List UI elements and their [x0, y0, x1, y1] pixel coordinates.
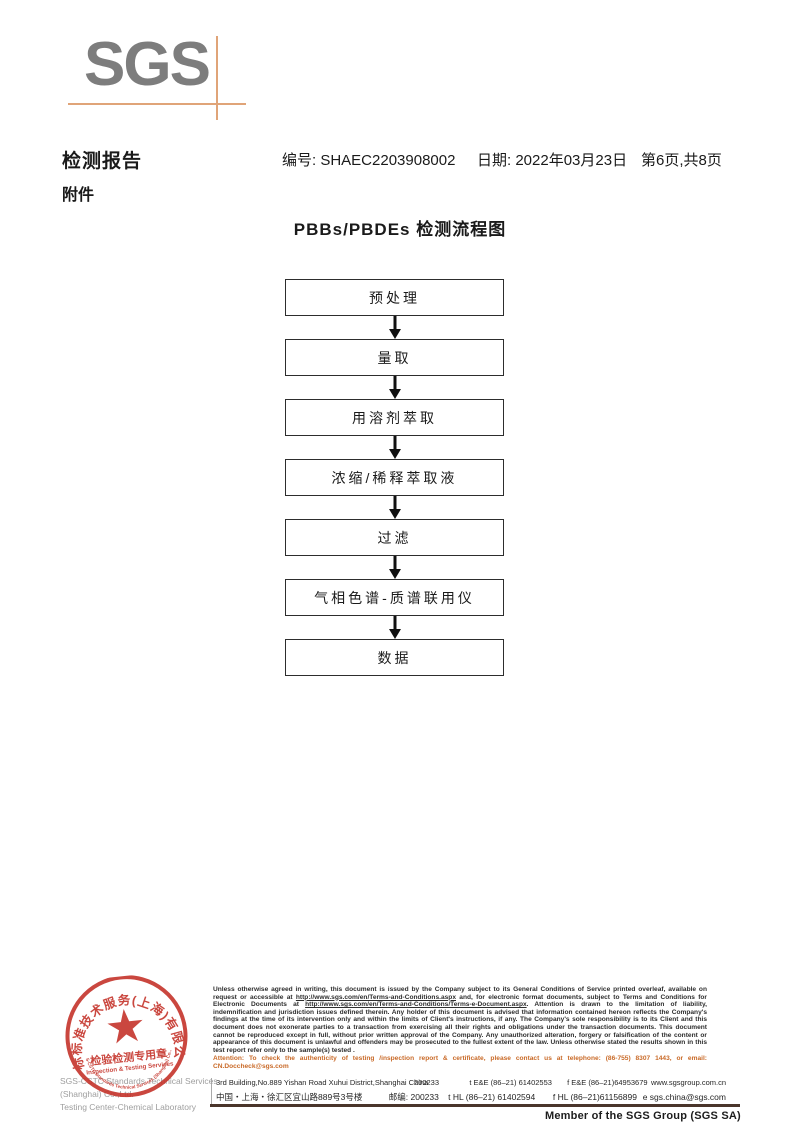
- fax-cn: f HL (86–21)61156899: [552, 1092, 637, 1102]
- flowchart: 预处理 量取 用溶剂萃取 浓缩/稀释萃取液 过滤 气相色谱-质谱联用仪 数据: [285, 279, 504, 676]
- flow-step-data: 数据: [285, 639, 504, 676]
- website: www.sgsgroup.com.cn: [650, 1078, 726, 1087]
- report-number: 编号: SHAEC2203908002: [282, 152, 456, 169]
- disclaimer-text: . Attention is drawn to the limitation o…: [213, 1001, 707, 1054]
- legal-disclaimer: Unless otherwise agreed in writing, this…: [213, 986, 707, 1071]
- report-date: 日期: 2022年03月23日: [477, 152, 628, 169]
- footer-divider: [210, 1104, 740, 1107]
- fax-en: f E&E (86–21)64953679: [567, 1078, 648, 1087]
- attachment-label: 附件: [62, 187, 95, 204]
- arrow-down-icon: [285, 556, 504, 579]
- disclaimer-text: and, for electronic format documents, su…: [213, 993, 707, 1009]
- flow-step-pretreatment: 预处理: [285, 279, 504, 316]
- terms-e-doc-url: http://www.sgs.com/en/Terms-and-Conditio…: [305, 1001, 527, 1009]
- address-row-en: 3rd Building,No.889 Yishan Road Xuhui Di…: [216, 1078, 726, 1091]
- flow-step-measure: 量取: [285, 339, 504, 376]
- flow-step-gcms: 气相色谱-质谱联用仪: [285, 579, 504, 616]
- arrow-down-icon: [285, 436, 504, 459]
- attention-notice: Attention: To check the authenticity of …: [213, 1055, 707, 1070]
- address-block: 3rd Building,No.889 Yishan Road Xuhui Di…: [211, 1078, 726, 1104]
- telephone-en: t E&E (86–21) 61402553: [469, 1078, 552, 1087]
- postcode-en: 200233: [414, 1078, 440, 1087]
- flowchart-title: PBBs/PBDEs 检测流程图: [293, 220, 507, 239]
- logo-crop-mark-horizontal: [68, 103, 246, 105]
- address-cn: 中国・上海・徐汇区宜山路889号3号楼: [216, 1092, 363, 1102]
- arrow-down-icon: [285, 376, 504, 399]
- address-row-cn: 中国・上海・徐汇区宜山路889号3号楼 邮编: 200233 t HL (86–…: [216, 1091, 726, 1104]
- arrow-down-icon: [285, 496, 504, 519]
- stamp-seal-icon: 通标标准技术服务(上海)有限公司 SGS-CSTC Standards Tech…: [48, 958, 189, 1098]
- report-title: 检测报告: [62, 151, 143, 172]
- laboratory-name: SGS-CSTC Standards Technical Services (S…: [60, 1075, 220, 1114]
- inspection-stamp: 通标标准技术服务(上海)有限公司 SGS-CSTC Standards Tech…: [48, 958, 201, 1112]
- postcode-cn: 邮编: 200233: [388, 1092, 439, 1102]
- address-en: 3rd Building,No.889 Yishan Road Xuhui Di…: [216, 1078, 429, 1087]
- sgs-membership-note: Member of the SGS Group (SGS SA): [545, 1110, 741, 1122]
- arrow-down-icon: [285, 316, 504, 339]
- email: e sgs.china@sgs.com: [642, 1092, 726, 1102]
- terms-url: http://www.sgs.com/en/Terms-and-Conditio…: [295, 993, 456, 1001]
- laboratory-name-line2: Testing Center-Chemical Laboratory: [60, 1102, 197, 1112]
- flow-step-filter: 过滤: [285, 519, 504, 556]
- flow-step-solvent-extraction: 用溶剂萃取: [285, 399, 504, 436]
- laboratory-name-line1: SGS-CSTC Standards Technical Services (S…: [60, 1076, 218, 1099]
- page-indicator: 第6页,共8页: [641, 152, 722, 169]
- disclaimer-text: Unless otherwise agreed in writing, this…: [213, 986, 707, 1001]
- flow-step-concentrate-dilute: 浓缩/稀释萃取液: [285, 459, 504, 496]
- telephone-cn: t HL (86–21) 61402594: [448, 1092, 536, 1102]
- stamp-star-icon: ★: [102, 998, 148, 1054]
- arrow-down-icon: [285, 616, 504, 639]
- logo-crop-mark-vertical: [216, 36, 218, 120]
- sgs-logo: SGS: [84, 30, 211, 99]
